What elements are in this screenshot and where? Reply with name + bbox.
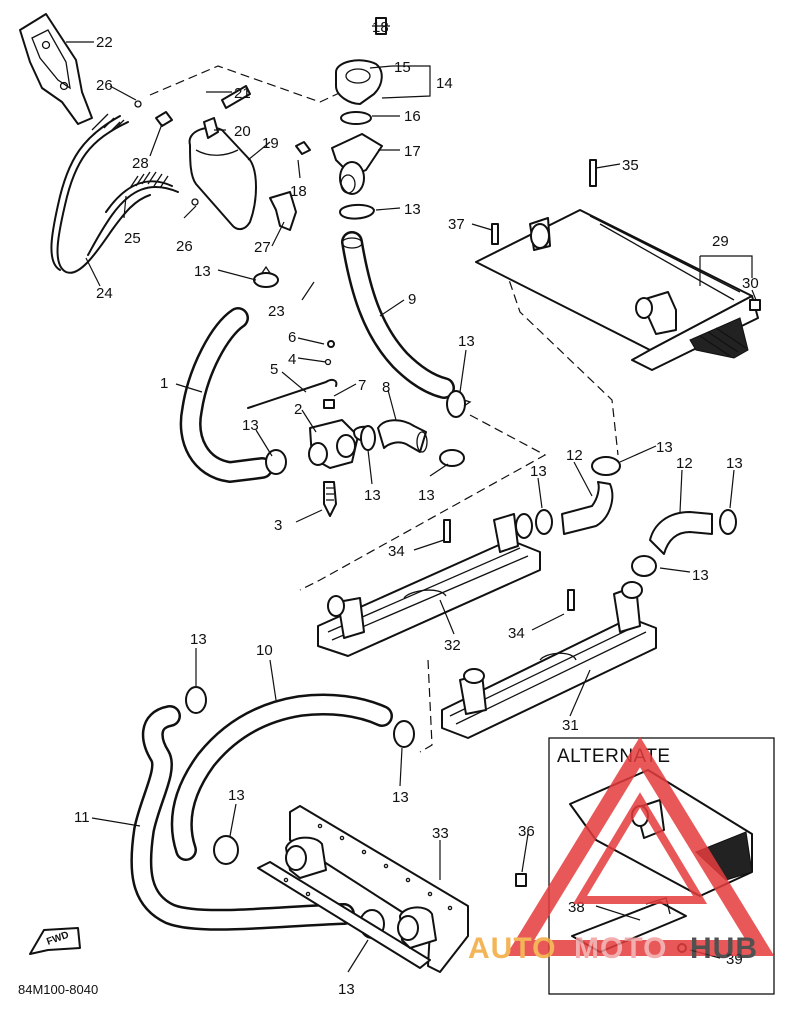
callout-32: 32 — [444, 637, 461, 654]
heat-exchanger-32 — [317, 513, 541, 657]
callout-13-b: 13 — [404, 201, 421, 218]
callout-23: 23 — [268, 303, 285, 320]
callout-37: 37 — [448, 216, 465, 233]
callout-29: 29 — [712, 233, 729, 250]
hose-9 — [341, 231, 455, 399]
callout-13-k: 13 — [190, 631, 207, 648]
callout-13-a: 13 — [194, 263, 211, 280]
callout-34-upper: 34 — [388, 543, 405, 560]
bracket-22 — [19, 13, 93, 125]
callout-5: 5 — [270, 361, 278, 378]
guide-lines — [149, 65, 619, 753]
hose-10 — [170, 693, 393, 861]
callout-13-f: 13 — [418, 487, 435, 504]
callout-27: 27 — [254, 239, 271, 256]
watermark-text-left: AUTO — [468, 932, 556, 965]
callout-24: 24 — [96, 285, 113, 302]
hose-clamps-13 — [185, 265, 737, 939]
callout-14: 14 — [436, 75, 453, 92]
callout-13-l: 13 — [228, 787, 245, 804]
callout-12-b: 12 — [676, 455, 693, 472]
callout-3: 3 — [274, 517, 282, 534]
callout-10: 10 — [256, 642, 273, 659]
callout-36: 36 — [518, 823, 535, 840]
callout-33: 33 — [432, 825, 449, 842]
watermark-triangle-icon — [505, 736, 775, 956]
callout-13-g: 13 — [530, 463, 547, 480]
callout-13-m: 13 — [392, 789, 409, 806]
callout-22: 22 — [96, 34, 113, 51]
callout-1: 1 — [160, 375, 168, 392]
callout-17: 17 — [404, 143, 421, 160]
callout-13-j: 13 — [692, 567, 709, 584]
callout-19: 19 — [262, 135, 279, 152]
callout-34-lower: 34 — [508, 625, 525, 642]
callout-20: 20 — [234, 123, 251, 140]
callout-35: 35 — [622, 157, 639, 174]
callout-30: 30 — [742, 275, 759, 292]
callout-12-a: 12 — [566, 447, 583, 464]
leader-lines — [66, 25, 757, 973]
reservoir-tank-19 — [155, 85, 311, 231]
callout-11: 11 — [74, 809, 90, 826]
breather-hoses-24-25 — [50, 100, 199, 274]
callout-13-e: 13 — [364, 487, 381, 504]
callout-13-c: 13 — [458, 333, 475, 350]
heat-exchanger-29 — [475, 159, 761, 371]
callout-13-d: 13 — [242, 417, 259, 434]
hose-1 — [179, 307, 273, 483]
callout-6: 6 — [288, 329, 296, 346]
part-code: 84M100-8040 — [18, 982, 98, 997]
callout-21: 21 — [234, 85, 251, 102]
callout-8: 8 — [382, 379, 390, 396]
watermark-logo: AUTO MOTO HUB — [468, 736, 775, 965]
callout-13-h: 13 — [656, 439, 673, 456]
callout-26-upper: 26 — [96, 77, 113, 94]
watermark-text-right: HUB — [690, 932, 758, 965]
callout-15: 15 — [394, 59, 411, 76]
hose-11 — [130, 705, 355, 931]
thermostat-housing-2 — [247, 340, 375, 517]
watermark-text-middle: MOTO — [574, 932, 667, 965]
callout-7: 7 — [358, 377, 366, 394]
callout-31: 31 — [562, 717, 579, 734]
callout-4: 4 — [288, 351, 296, 368]
callout-18-upper: 18 — [372, 19, 389, 36]
callout-16: 16 — [404, 108, 421, 125]
watermark-inner-icon — [572, 792, 708, 904]
callout-13-i: 13 — [726, 455, 743, 472]
hoses-12 — [561, 481, 713, 555]
callout-28: 28 — [132, 155, 149, 172]
callout-9: 9 — [408, 291, 416, 308]
callout-13-n: 13 — [338, 981, 355, 998]
heat-exchanger-33 — [257, 805, 527, 973]
callout-numbers: 22 26 21 20 28 19 18 27 25 26 24 13 23 1… — [74, 19, 759, 998]
filler-cap-14-15 — [331, 17, 387, 220]
hose-8 — [377, 419, 428, 453]
callout-18-lower: 18 — [290, 183, 307, 200]
heat-exchanger-31 — [441, 581, 657, 739]
callout-2: 2 — [294, 401, 302, 418]
callout-25: 25 — [124, 230, 141, 247]
callout-26-lower: 26 — [176, 238, 193, 255]
fwd-arrow: FWD — [29, 927, 81, 955]
